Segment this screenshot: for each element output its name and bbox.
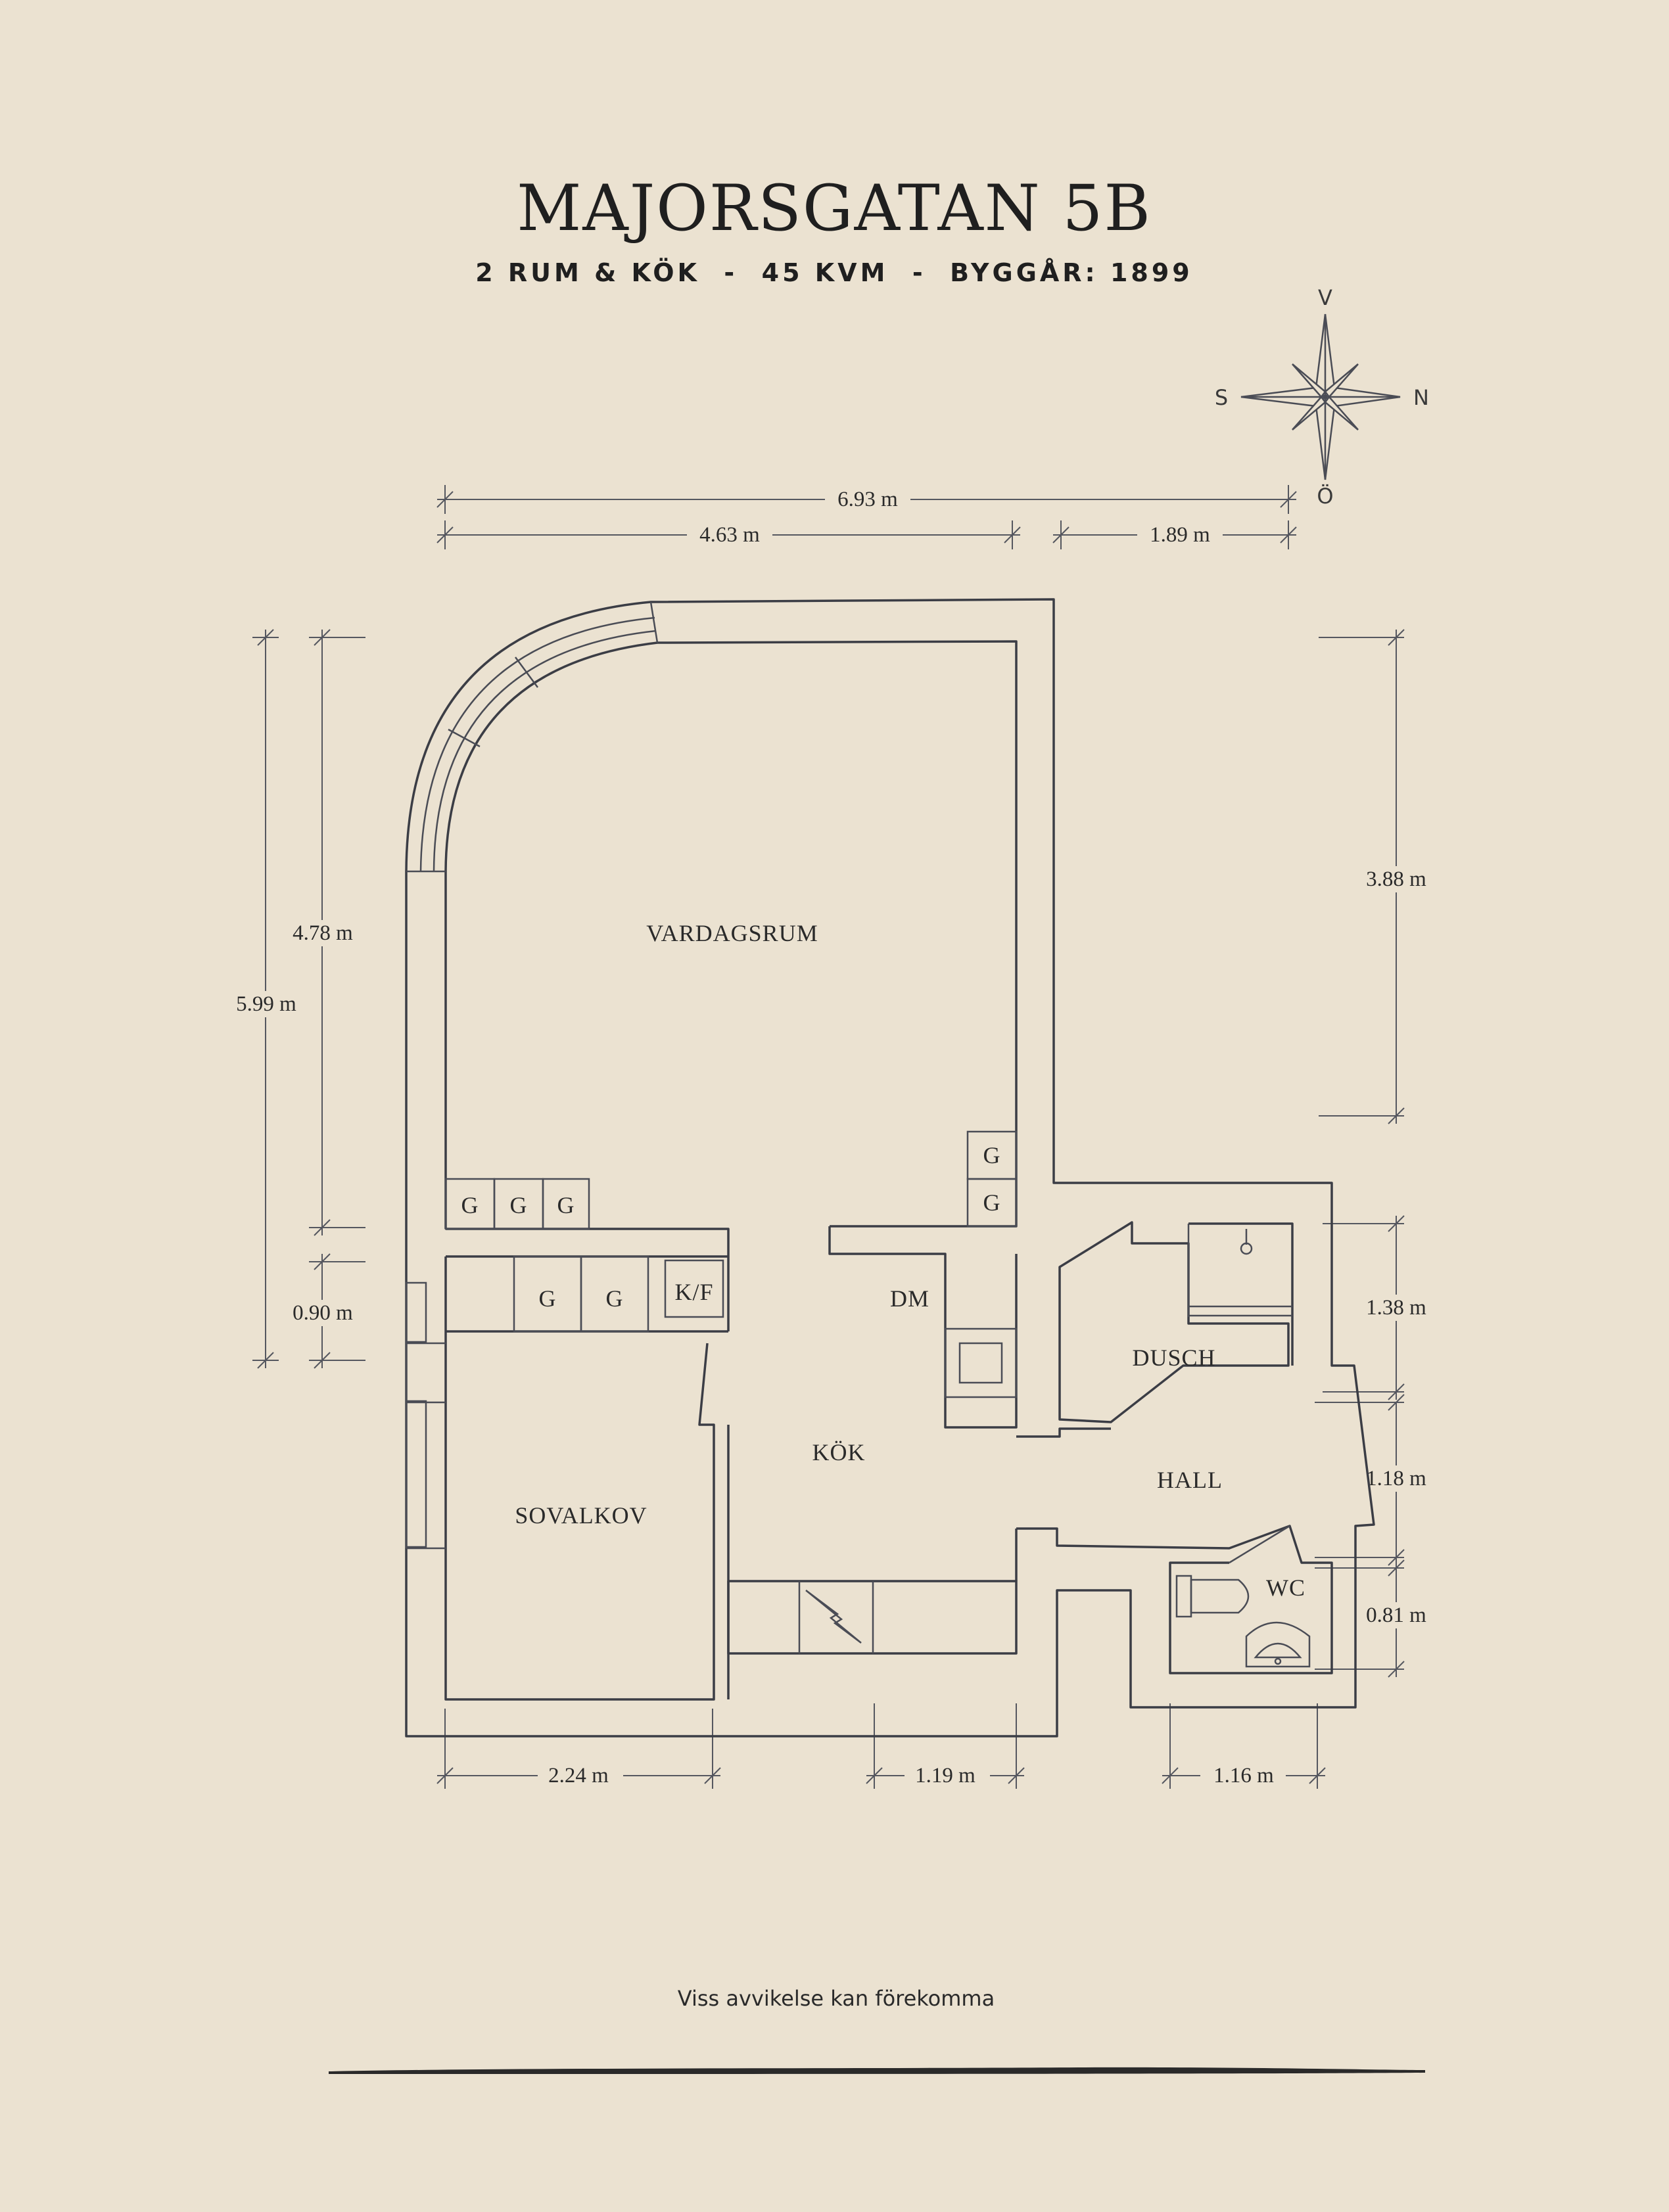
cabinet-label: G xyxy=(539,1285,557,1312)
dimension-right-dusch: 1.38 m xyxy=(1323,1215,1436,1400)
dimension-top-total: 6.93 m xyxy=(436,485,1297,514)
dim-label-right-upper: 3.88 m xyxy=(1366,867,1426,891)
dim-label-right-wc: 0.81 m xyxy=(1366,1603,1426,1627)
dim-label-right-hall: 1.18 m xyxy=(1366,1467,1426,1490)
compass-label-west: S xyxy=(1215,385,1228,410)
room-label-hall: HALL xyxy=(1157,1467,1223,1493)
dim-label-top-total: 6.93 m xyxy=(837,488,898,511)
room-label-kok: KÖK xyxy=(812,1439,866,1465)
compass-label-south: Ö xyxy=(1317,484,1333,509)
interior-walls xyxy=(446,1143,1333,1699)
dimension-left-outer: 5.99 m xyxy=(227,629,306,1369)
page-title: MAJORSGATAN 5B xyxy=(517,172,1152,245)
cabinet-label: G xyxy=(606,1285,624,1312)
dimension-top-right: 1.89 m xyxy=(1052,520,1297,549)
shower-head-icon xyxy=(1240,1229,1253,1255)
cabinet-label: G xyxy=(983,1189,1001,1216)
cabinet-label: G xyxy=(557,1192,575,1218)
cabinet-label: G xyxy=(510,1192,528,1218)
dim-label-left-lower: 0.90 m xyxy=(293,1301,353,1325)
room-label-vardagsrum: VARDAGSRUM xyxy=(646,920,818,946)
compass-label-east: N xyxy=(1413,385,1429,410)
dimension-top-left: 4.63 m xyxy=(436,520,1021,549)
compass-rose-icon: V N S Ö xyxy=(1215,285,1429,509)
dimension-bottom-wc: 1.16 m xyxy=(1162,1703,1326,1789)
dim-label-right-dusch: 1.38 m xyxy=(1366,1296,1426,1320)
dimension-left-upper: 4.78 m xyxy=(284,629,365,1236)
dimension-bottom-sovalkov: 2.24 m xyxy=(436,1709,721,1789)
dim-label-top-left: 4.63 m xyxy=(699,523,760,547)
cabinets-living-right: G G xyxy=(966,1130,1018,1228)
outer-walls xyxy=(405,598,1375,1738)
compass-label-north: V xyxy=(1318,285,1332,310)
footer-disclaimer: Viss avvikelse kan förekomma xyxy=(678,1986,995,2011)
dim-label-left-upper: 4.78 m xyxy=(293,921,353,945)
dimension-right-hall: 1.18 m xyxy=(1315,1394,1436,1566)
dishwasher-label: DM xyxy=(890,1285,929,1312)
cabinet-label: G xyxy=(983,1142,1001,1168)
sink-icon xyxy=(1245,1621,1311,1668)
fridge-freezer-label: K/F xyxy=(674,1279,713,1305)
dimension-left-lower: 0.90 m xyxy=(284,1253,365,1369)
room-label-sovalkov: SOVALKOV xyxy=(515,1502,647,1529)
room-label-dusch: DUSCH xyxy=(1132,1345,1215,1371)
page-subtitle: 2 RUM & KÖK - 45 KVM - BYGGÅR: 1899 xyxy=(475,258,1193,287)
dimension-bottom-mid: 1.19 m xyxy=(866,1703,1025,1789)
dim-label-bottom-wc: 1.16 m xyxy=(1213,1764,1274,1787)
cabinets-kitchen: G G K/F xyxy=(513,1255,724,1333)
dimension-right-upper: 3.88 m xyxy=(1319,629,1436,1124)
footer-brush-line xyxy=(329,2067,1425,2074)
dimension-right-wc: 0.81 m xyxy=(1315,1559,1436,1678)
dim-label-bottom-sovalkov: 2.24 m xyxy=(548,1764,609,1787)
cabinets-living-left: G G G xyxy=(444,1178,590,1230)
lightning-icon xyxy=(805,1590,862,1644)
cabinet-label: G xyxy=(461,1192,479,1218)
room-label-wc: WC xyxy=(1266,1575,1305,1601)
dim-label-top-right: 1.89 m xyxy=(1150,523,1210,547)
dishwasher: DM xyxy=(890,1285,1018,1398)
dim-label-left-outer: 5.99 m xyxy=(236,992,296,1016)
toilet-icon xyxy=(1175,1575,1250,1618)
dim-label-bottom-mid: 1.19 m xyxy=(915,1764,976,1787)
